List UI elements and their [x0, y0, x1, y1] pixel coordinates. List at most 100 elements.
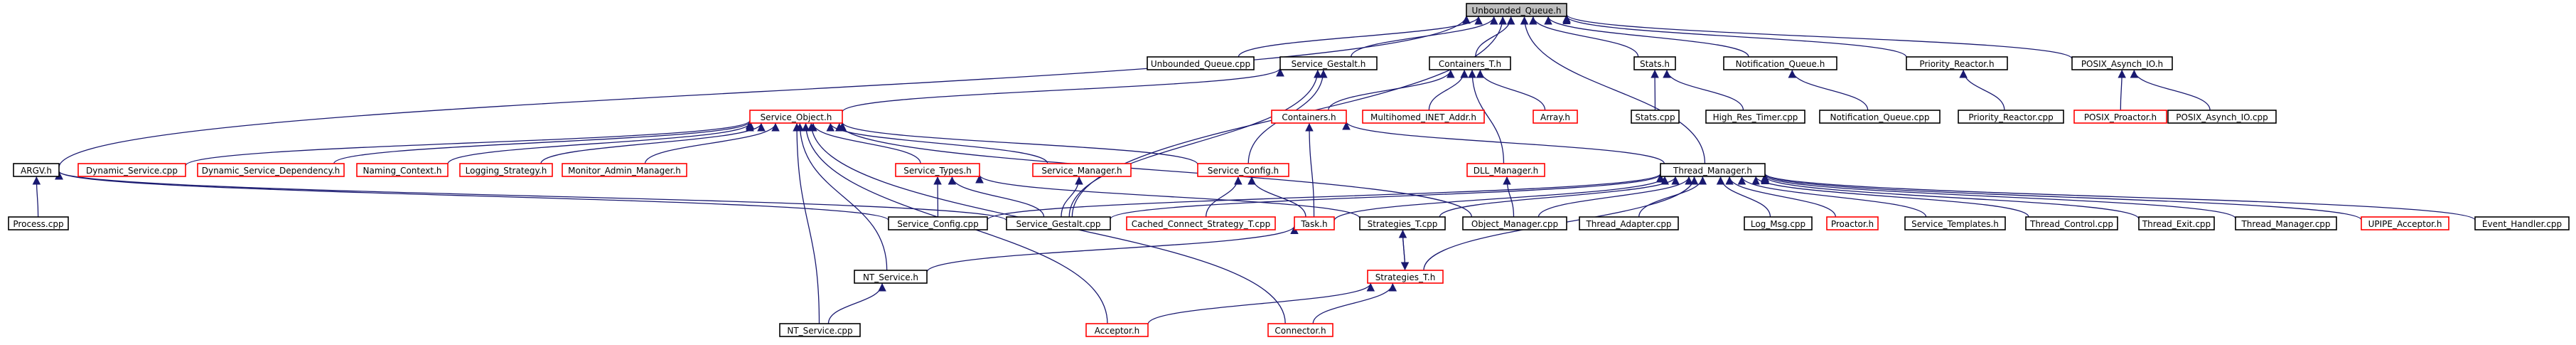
edge-thread_exit_cpp-to-thread_manager_h — [1761, 176, 2140, 220]
node-label: Service_Config.cpp — [897, 219, 979, 229]
edge-log_msg_cpp-to-thread_manager_h — [1716, 176, 1771, 218]
node-label: Connector.h — [1274, 326, 1326, 336]
edge-nt_service_cpp-to-nt_service_h — [827, 282, 886, 324]
edge-connector_h-to-strategies_t_h — [1312, 282, 1397, 324]
edge-strategies_t_cpp-to-thread_manager_h — [1439, 176, 1680, 218]
node-multihomed-h[interactable]: Multihomed_INET_Addr.h — [1362, 110, 1485, 124]
edge-strategies_t_cpp-to-svc_types_h — [975, 174, 1361, 219]
node-event-handler-cpp[interactable]: Event_Handler.cpp — [2474, 216, 2570, 230]
node-unb-h[interactable]: Unbounded_Queue.h — [1466, 3, 1567, 17]
node-stats-cpp[interactable]: Stats.cpp — [1631, 110, 1680, 124]
node-thread-control-cpp[interactable]: Thread_Control.cpp — [2025, 216, 2118, 230]
node-svc-types-h[interactable]: Service_Types.h — [895, 163, 980, 177]
node-box — [1085, 323, 1149, 337]
node-nt-service-h[interactable]: NT_Service.h — [854, 270, 928, 284]
node-label: Thread_Exit.cpp — [2142, 219, 2211, 229]
node-naming-ctx-h[interactable]: Naming_Context.h — [356, 163, 449, 177]
node-containers-h[interactable]: Containers.h — [1271, 110, 1347, 124]
edge-nt_service_h-to-task_h — [926, 225, 1299, 272]
node-box — [8, 216, 69, 230]
edge-svc_config_cpp-to-thread_manager_h — [987, 173, 1665, 221]
node-svc-object-h[interactable]: Service_Object.h — [749, 110, 843, 124]
node-box — [2025, 216, 2118, 230]
edge-naming_ctx_h-to-svc_object_h — [447, 122, 754, 164]
node-strategies-t-h[interactable]: Strategies_T.h — [1367, 270, 1444, 284]
node-argv-h[interactable]: ARGV.h — [13, 163, 60, 177]
node-unb-cpp[interactable]: Unbounded_Queue.cpp — [1147, 56, 1255, 70]
node-label: NT_Service.cpp — [787, 326, 852, 336]
node-cached-conn-cpp[interactable]: Cached_Connect_Strategy_T.cpp — [1126, 216, 1276, 230]
node-box — [1367, 270, 1444, 284]
node-hrt-cpp[interactable]: High_Res_Timer.cpp — [1705, 110, 1805, 124]
node-svc-manager-h[interactable]: Service_Manager.h — [1032, 163, 1132, 177]
node-connector-h[interactable]: Connector.h — [1267, 323, 1333, 337]
node-thread-manager-cpp[interactable]: Thread_Manager.cpp — [2235, 216, 2337, 230]
edge-posix_asynch_h-to-unb_h — [1562, 14, 2073, 60]
node-proactor-h[interactable]: Proactor.h — [1826, 216, 1879, 230]
node-posix-proactor-h[interactable]: POSIX_Proactor.h — [2073, 110, 2167, 124]
node-thread-adapter-cpp[interactable]: Thread_Adapter.cpp — [1579, 216, 1679, 230]
edge-svc_gestalt_cpp-to-svc_gestalt_h — [1068, 69, 1322, 218]
node-notif-q-cpp[interactable]: Notification_Queue.cpp — [1819, 110, 1941, 124]
node-array-h[interactable]: Array.h — [1533, 110, 1578, 124]
edge-object_manager_cpp-to-svc_object_h — [834, 122, 1472, 218]
node-svc-gestalt-h[interactable]: Service_Gestalt.h — [1279, 56, 1378, 70]
edge-object_manager_cpp-to-thread_manager_h — [1537, 176, 1693, 218]
node-nt-service-cpp[interactable]: NT_Service.cpp — [779, 323, 861, 337]
node-box — [1631, 110, 1680, 124]
node-box — [2073, 110, 2167, 124]
node-box — [1904, 216, 2006, 230]
node-upipe-acceptor-h[interactable]: UPIPE_Acceptor.h — [2361, 216, 2449, 230]
node-box — [1126, 216, 1276, 230]
node-svc-config-h[interactable]: Service_Config.h — [1197, 163, 1289, 177]
node-box — [1579, 216, 1679, 230]
node-thread-manager-h[interactable]: Thread_Manager.h — [1660, 163, 1766, 177]
edge-notif_q_cpp-to-notif_q_h — [1788, 69, 1869, 111]
edge-nt_service_h-to-svc_object_h — [795, 122, 888, 271]
node-prio-reactor-cpp[interactable]: Priority_Reactor.cpp — [1958, 110, 2064, 124]
node-label: Process.cpp — [13, 219, 63, 229]
node-box — [1466, 163, 1545, 177]
node-posix-asynch-h[interactable]: POSIX_Asynch_IO.h — [2071, 56, 2173, 70]
node-svc-gestalt-cpp[interactable]: Service_Gestalt.cpp — [1006, 216, 1111, 230]
edge-upipe_acceptor_h-to-thread_manager_h — [1761, 174, 2362, 221]
node-prio-reactor-h[interactable]: Priority_Reactor.h — [1906, 56, 2008, 70]
node-box — [888, 216, 988, 230]
node-strategies-t-cpp[interactable]: Strategies_T.cpp — [1359, 216, 1446, 230]
node-acceptor-h[interactable]: Acceptor.h — [1085, 323, 1149, 337]
node-label: Dynamic_Service.cpp — [86, 166, 178, 176]
node-log-msg-cpp[interactable]: Log_Msg.cpp — [1744, 216, 1813, 230]
node-label: POSIX_Asynch_IO.cpp — [2176, 112, 2268, 122]
node-box — [1462, 216, 1567, 230]
node-svc-config-cpp[interactable]: Service_Config.cpp — [888, 216, 988, 230]
node-posix-asynch-cpp[interactable]: POSIX_Asynch_IO.cpp — [2167, 110, 2277, 124]
edge-containers_t_h-to-unb_h — [1475, 16, 1515, 58]
node-label: Notification_Queue.h — [1736, 59, 1825, 69]
edge-dyn_svc_cpp-to-svc_object_h — [185, 120, 754, 166]
node-dyn-svc-dep-h[interactable]: Dynamic_Service_Dependency.h — [197, 163, 345, 177]
node-svc-templates-h[interactable]: Service_Templates.h — [1904, 216, 2006, 230]
node-label: Service_Object.h — [761, 112, 832, 122]
node-logging-strat-h[interactable]: Logging_Strategy.h — [459, 163, 553, 177]
node-dll-manager-h[interactable]: DLL_Manager.h — [1466, 163, 1545, 177]
node-box — [1723, 56, 1837, 70]
node-label: Acceptor.h — [1095, 326, 1140, 336]
node-task-h[interactable]: Task.h — [1294, 216, 1335, 230]
node-process-cpp[interactable]: Process.cpp — [8, 216, 69, 230]
edge-process_cpp-to-argv_h — [32, 176, 41, 218]
node-object-manager-cpp[interactable]: Object_Manager.cpp — [1462, 216, 1567, 230]
node-containers-t-h[interactable]: Containers_T.h — [1429, 56, 1511, 70]
node-stats-h[interactable]: Stats.h — [1633, 56, 1676, 70]
node-box — [77, 163, 186, 177]
node-thread-exit-cpp[interactable]: Thread_Exit.cpp — [2138, 216, 2215, 230]
node-box — [1660, 163, 1766, 177]
node-monitor-admin-h[interactable]: Monitor_Admin_Manager.h — [562, 163, 687, 177]
node-box — [1633, 56, 1676, 70]
node-label: Containers_T.h — [1439, 59, 1501, 69]
node-label: Multihomed_INET_Addr.h — [1370, 112, 1476, 122]
node-notif-q-h[interactable]: Notification_Queue.h — [1723, 56, 1837, 70]
node-box — [1826, 216, 1879, 230]
node-label: Thread_Control.cpp — [2029, 219, 2113, 229]
node-dyn-svc-cpp[interactable]: Dynamic_Service.cpp — [77, 163, 186, 177]
node-label: DLL_Manager.h — [1474, 166, 1539, 176]
